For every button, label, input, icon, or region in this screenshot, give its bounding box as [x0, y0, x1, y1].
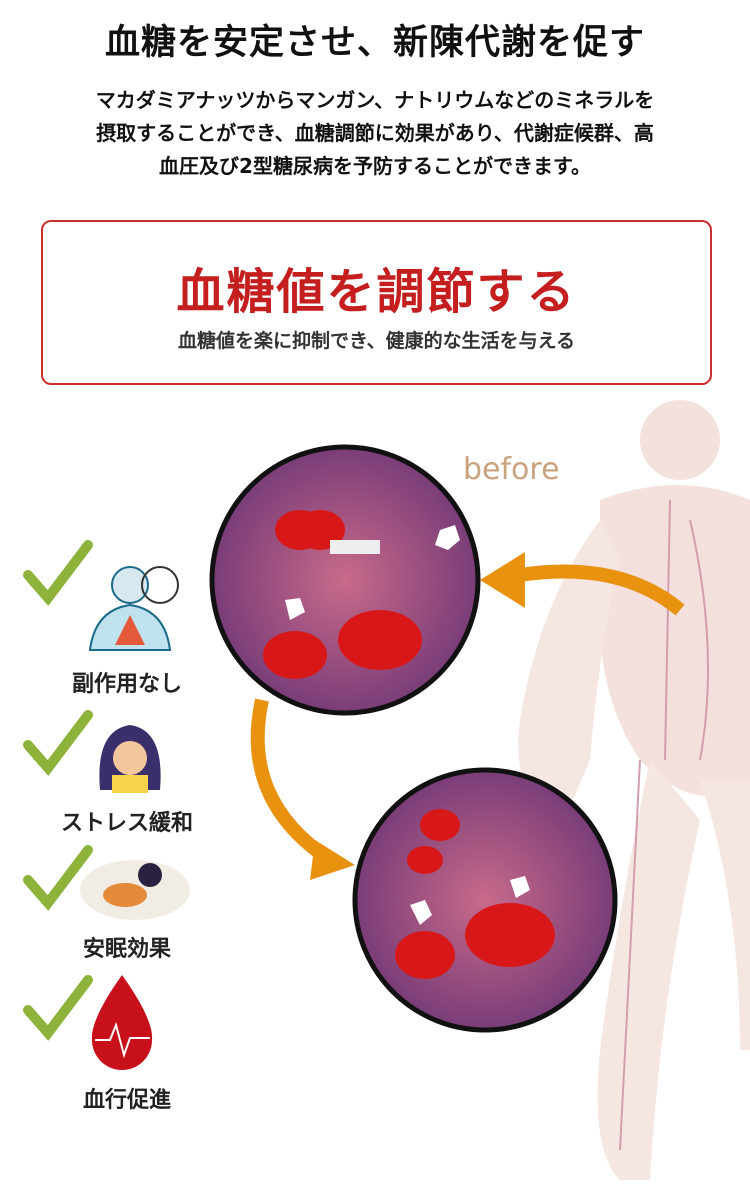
- blood-vessel-illustration: [23, 400, 750, 1180]
- sleeping-person-icon: [80, 860, 190, 920]
- arrow-head-icon: [480, 552, 525, 608]
- intro-paragraph: マカダミアナッツからマンガン、ナトリウムなどのミネラルを 摂取することができ、血…: [20, 84, 730, 183]
- benefit-label: ストレス緩和: [60, 811, 193, 836]
- arrow-head-icon: [310, 840, 355, 880]
- benefit-label: 副作用なし: [71, 672, 182, 697]
- page-title: 血糖を安定させ、新陳代謝を促す: [104, 23, 645, 63]
- check-icons: [23, 540, 93, 1041]
- vessel-circle-after: [352, 767, 618, 1033]
- human-body-figure: [518, 400, 750, 1180]
- headache-person-icon: [88, 566, 179, 651]
- intro-line: マカダミアナッツからマンガン、ナトリウムなどのミネラルを: [95, 88, 655, 112]
- before-label: before: [463, 452, 560, 487]
- callout-subtitle: 血糖値を楽に抑制でき、健康的な生活を与える: [177, 330, 576, 352]
- callout-box: 血糖値を調節する 血糖値を楽に抑制でき、健康的な生活を与える: [41, 220, 712, 385]
- stressed-woman-icon: [99, 725, 161, 793]
- vessel-circle-before: [209, 444, 481, 716]
- benefit-label: 血行促進: [82, 1088, 171, 1113]
- intro-line: 摂取することができ、血糖調節に効果があり、代謝症候群、高: [96, 121, 654, 145]
- blood-drop-icon: [91, 975, 153, 1070]
- intro-line: 血圧及び2型糖尿病を予防することができます。: [159, 154, 591, 178]
- callout-title: 血糖値を調節する: [176, 264, 577, 320]
- arrow-icon: [250, 564, 685, 866]
- benefit-label: 安眠効果: [82, 937, 171, 962]
